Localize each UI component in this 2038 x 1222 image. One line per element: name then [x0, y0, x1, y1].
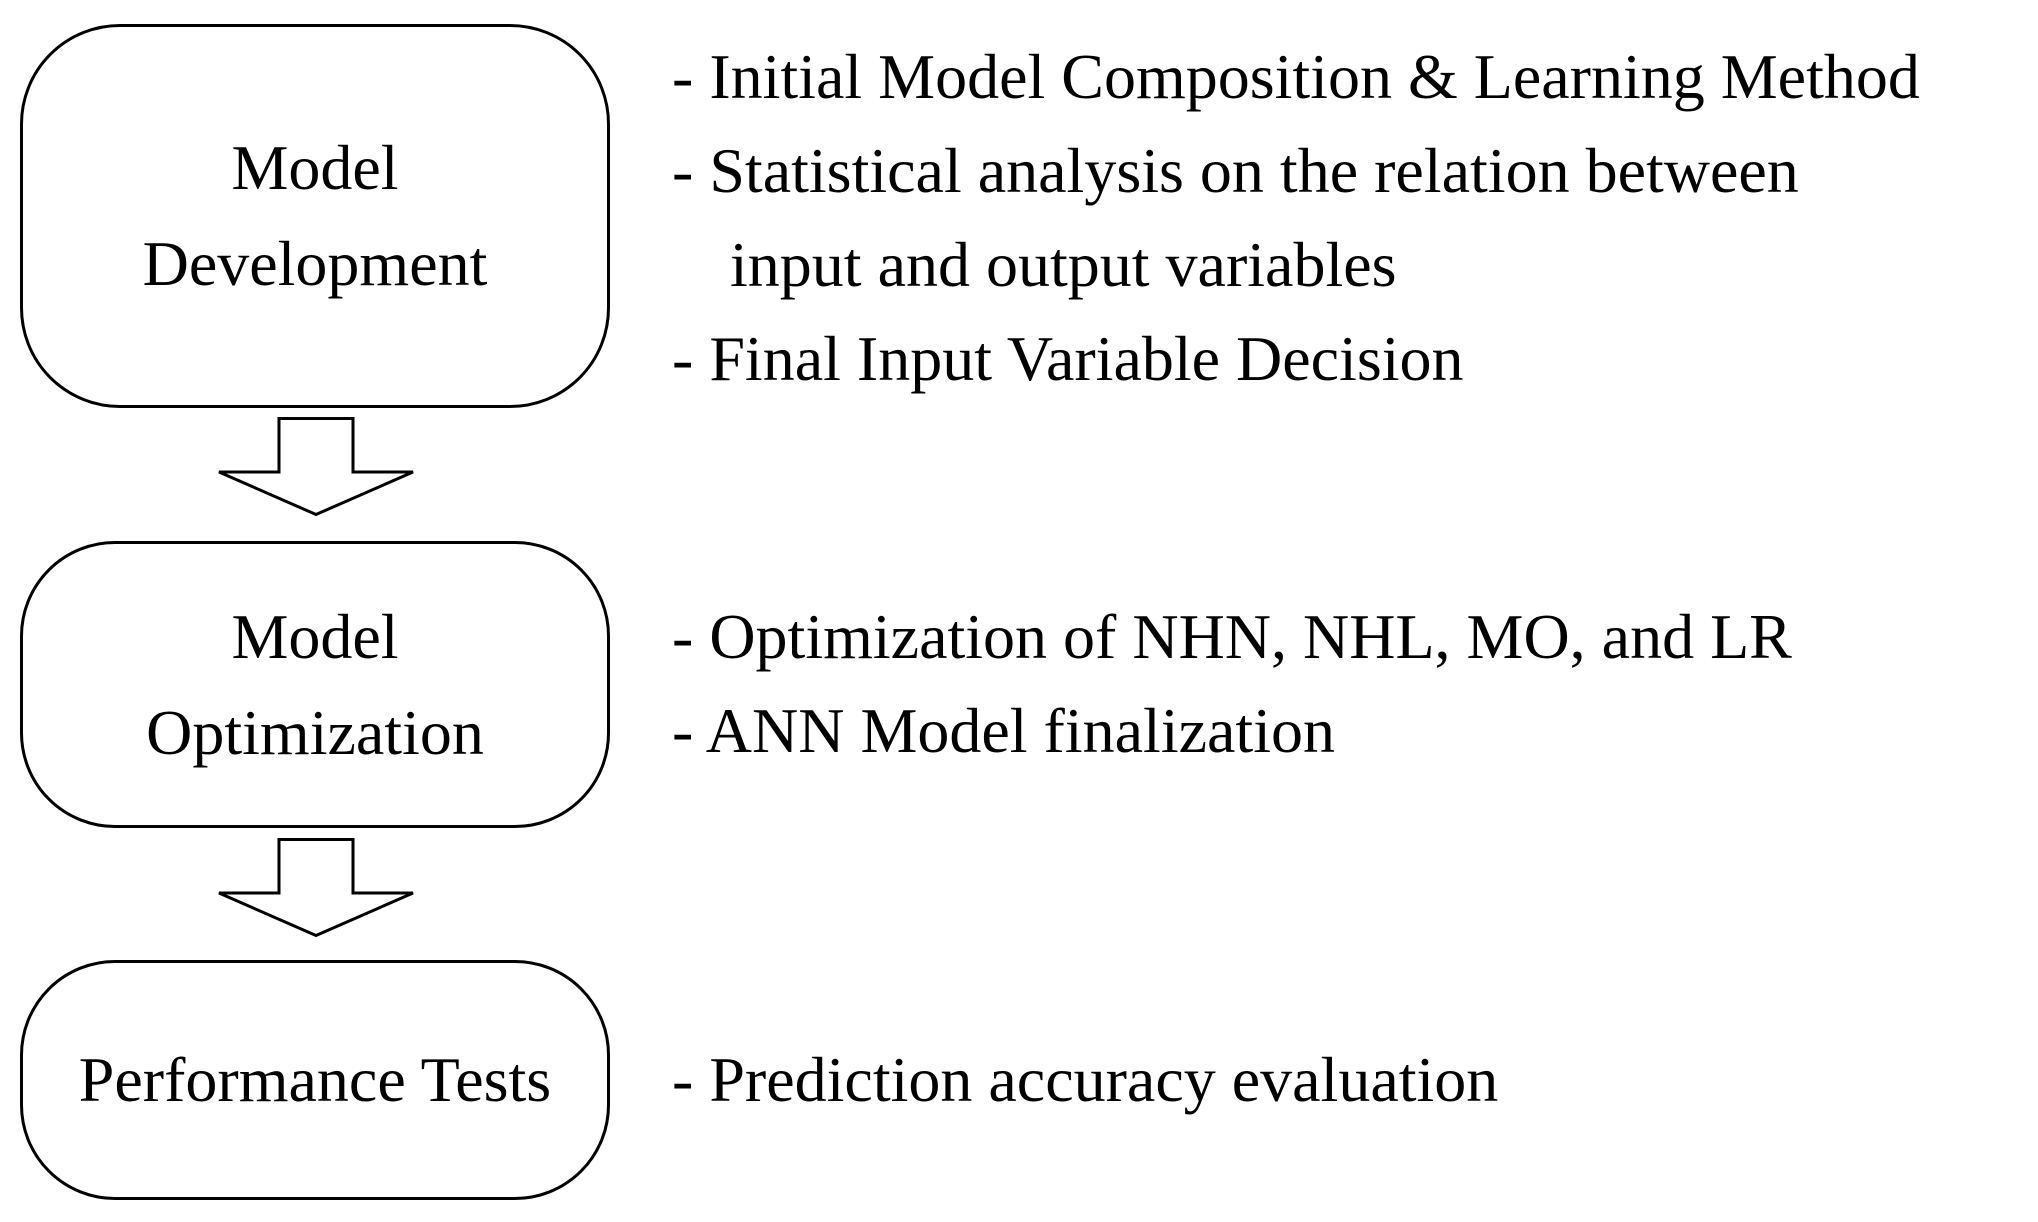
stage-box-model-optimization: Model Optimization — [20, 541, 610, 828]
note-item: - Prediction accuracy evaluation — [672, 1044, 1499, 1115]
stage-title-line: Optimization — [146, 696, 484, 768]
down-block-arrow-icon — [218, 417, 414, 517]
note-item: - Optimization of NHN, NHL, MO, and LR — [672, 601, 1792, 672]
down-block-arrow-icon — [218, 838, 414, 938]
stage-notes-model-optimization: - Optimization of NHN, NHL, MO, and LR -… — [672, 590, 1792, 778]
note-item-continuation: input and output variables — [730, 229, 1397, 300]
note-item: - Initial Model Composition & Learning M… — [672, 41, 1920, 112]
note-item: - ANN Model finalization — [672, 695, 1335, 766]
stage-box-performance-tests: Performance Tests — [20, 960, 610, 1200]
stage-title-line: Model — [231, 132, 399, 203]
stage-title-line: Performance Tests — [78, 1044, 552, 1115]
note-item: - Final Input Variable Decision — [672, 323, 1464, 394]
note-item: - Statistical analysis on the relation b… — [672, 135, 1799, 206]
stage-title-line: Model — [231, 600, 399, 672]
stage-box-model-development: Model Development — [20, 24, 610, 408]
stage-notes-model-development: - Initial Model Composition & Learning M… — [672, 30, 1920, 406]
stage-title-line: Development — [142, 228, 488, 299]
stage-notes-performance-tests: - Prediction accuracy evaluation — [672, 1033, 1498, 1127]
